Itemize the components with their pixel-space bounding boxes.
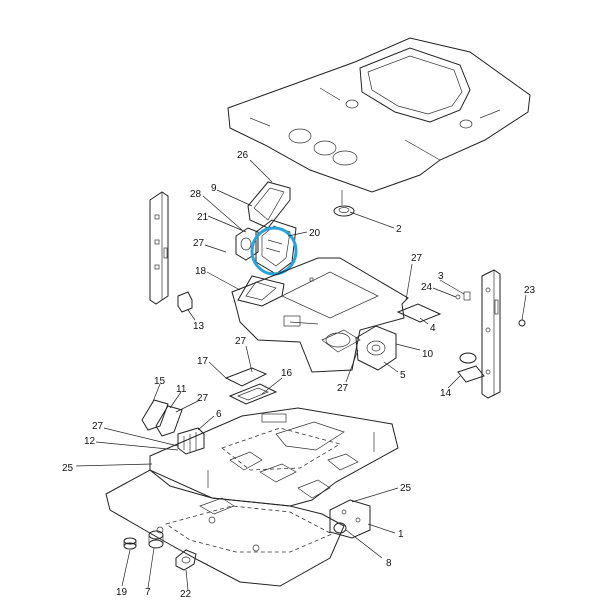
callout-18: 18: [195, 266, 207, 277]
top-panel: [227, 37, 531, 193]
callout-23: 23: [524, 285, 536, 296]
callout-4: 4: [430, 323, 436, 334]
callout-25-b: 25: [400, 483, 412, 494]
callout-15: 15: [154, 376, 166, 387]
callout-20: 20: [309, 228, 321, 239]
callout-7: 7: [145, 587, 151, 598]
callout-25-a: 25: [62, 463, 74, 474]
callout-14: 14: [440, 388, 452, 399]
highlight-circle: [250, 226, 298, 276]
part-6: [177, 427, 205, 455]
callout-labels: 26 2 9 28 21 20 27 18 13 27 3 24 23 4 10…: [62, 150, 536, 600]
callout-2: 2: [396, 224, 402, 235]
callout-11: 11: [176, 384, 187, 395]
callout-12: 12: [84, 436, 96, 447]
callout-27-e: 27: [197, 393, 209, 404]
callout-21: 21: [197, 212, 209, 223]
leader-lines: [75, 159, 527, 591]
part-19: [123, 537, 137, 550]
part-22: [175, 549, 197, 571]
callout-27-c: 27: [337, 383, 349, 394]
part-1-bracket: [329, 499, 371, 539]
callout-9: 9: [211, 183, 217, 194]
bottom-floor-panel: [105, 407, 399, 587]
part-2-grommet: [333, 190, 355, 217]
callout-27-b: 27: [411, 253, 423, 264]
callout-26: 26: [237, 150, 249, 161]
callout-19: 19: [116, 587, 128, 598]
bracket-assembly: [235, 181, 297, 307]
callout-24: 24: [421, 282, 433, 293]
part-17-16: [224, 367, 278, 405]
callout-10: 10: [422, 349, 434, 360]
middle-panel: [231, 257, 409, 373]
part-14: [457, 352, 485, 383]
callout-22: 22: [180, 589, 192, 600]
callout-16: 16: [281, 368, 293, 379]
callout-27-a: 27: [193, 238, 205, 249]
part-13: [177, 291, 193, 313]
callout-28: 28: [190, 189, 202, 200]
part-4-plate: [396, 303, 442, 323]
part-15-11: [141, 399, 183, 437]
callout-5: 5: [400, 370, 406, 381]
callout-6: 6: [216, 409, 222, 420]
part-7: [148, 530, 164, 549]
callout-8: 8: [386, 558, 392, 569]
callout-3: 3: [438, 271, 444, 282]
callout-27-d: 27: [235, 336, 247, 347]
callout-17: 17: [197, 356, 209, 367]
callout-1: 1: [398, 529, 404, 540]
callout-27-f: 27: [92, 421, 104, 432]
left-post: [149, 191, 169, 305]
part-10-5-assembly: [355, 325, 397, 371]
part-23-screw: [518, 319, 526, 327]
callout-13: 13: [193, 321, 205, 332]
part-8: [333, 522, 347, 534]
right-post: [481, 269, 501, 399]
